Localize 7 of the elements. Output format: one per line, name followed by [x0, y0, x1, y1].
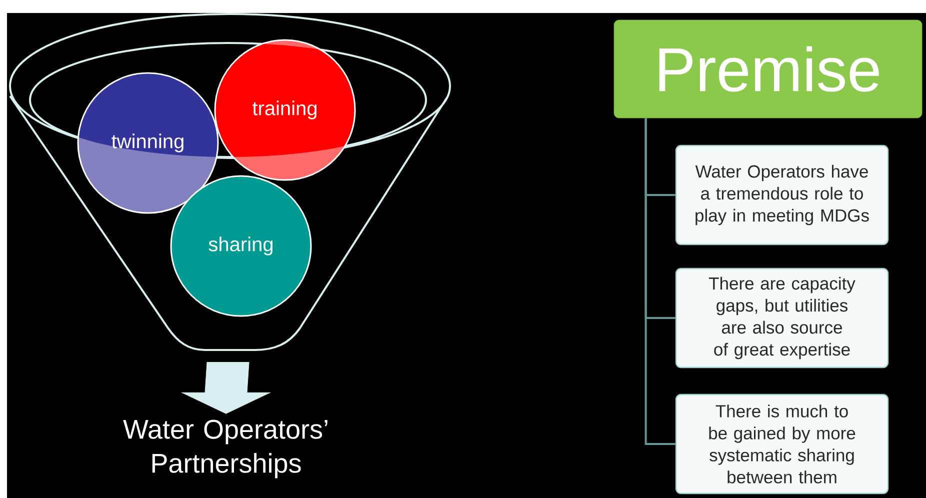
connector	[644, 118, 676, 445]
heading-box: Premise	[614, 20, 922, 118]
text-box: Water Operators have a tremendous role to play in meeting MDGs	[675, 144, 889, 246]
text-box: There is much to be gained by more systematic sharing between them	[675, 394, 889, 494]
text-box: There are capacity gaps, but utilities are also source of great expertise	[675, 268, 889, 368]
output-label: Water Operators’ Partnerships	[123, 420, 328, 478]
block-arrow	[182, 362, 270, 414]
